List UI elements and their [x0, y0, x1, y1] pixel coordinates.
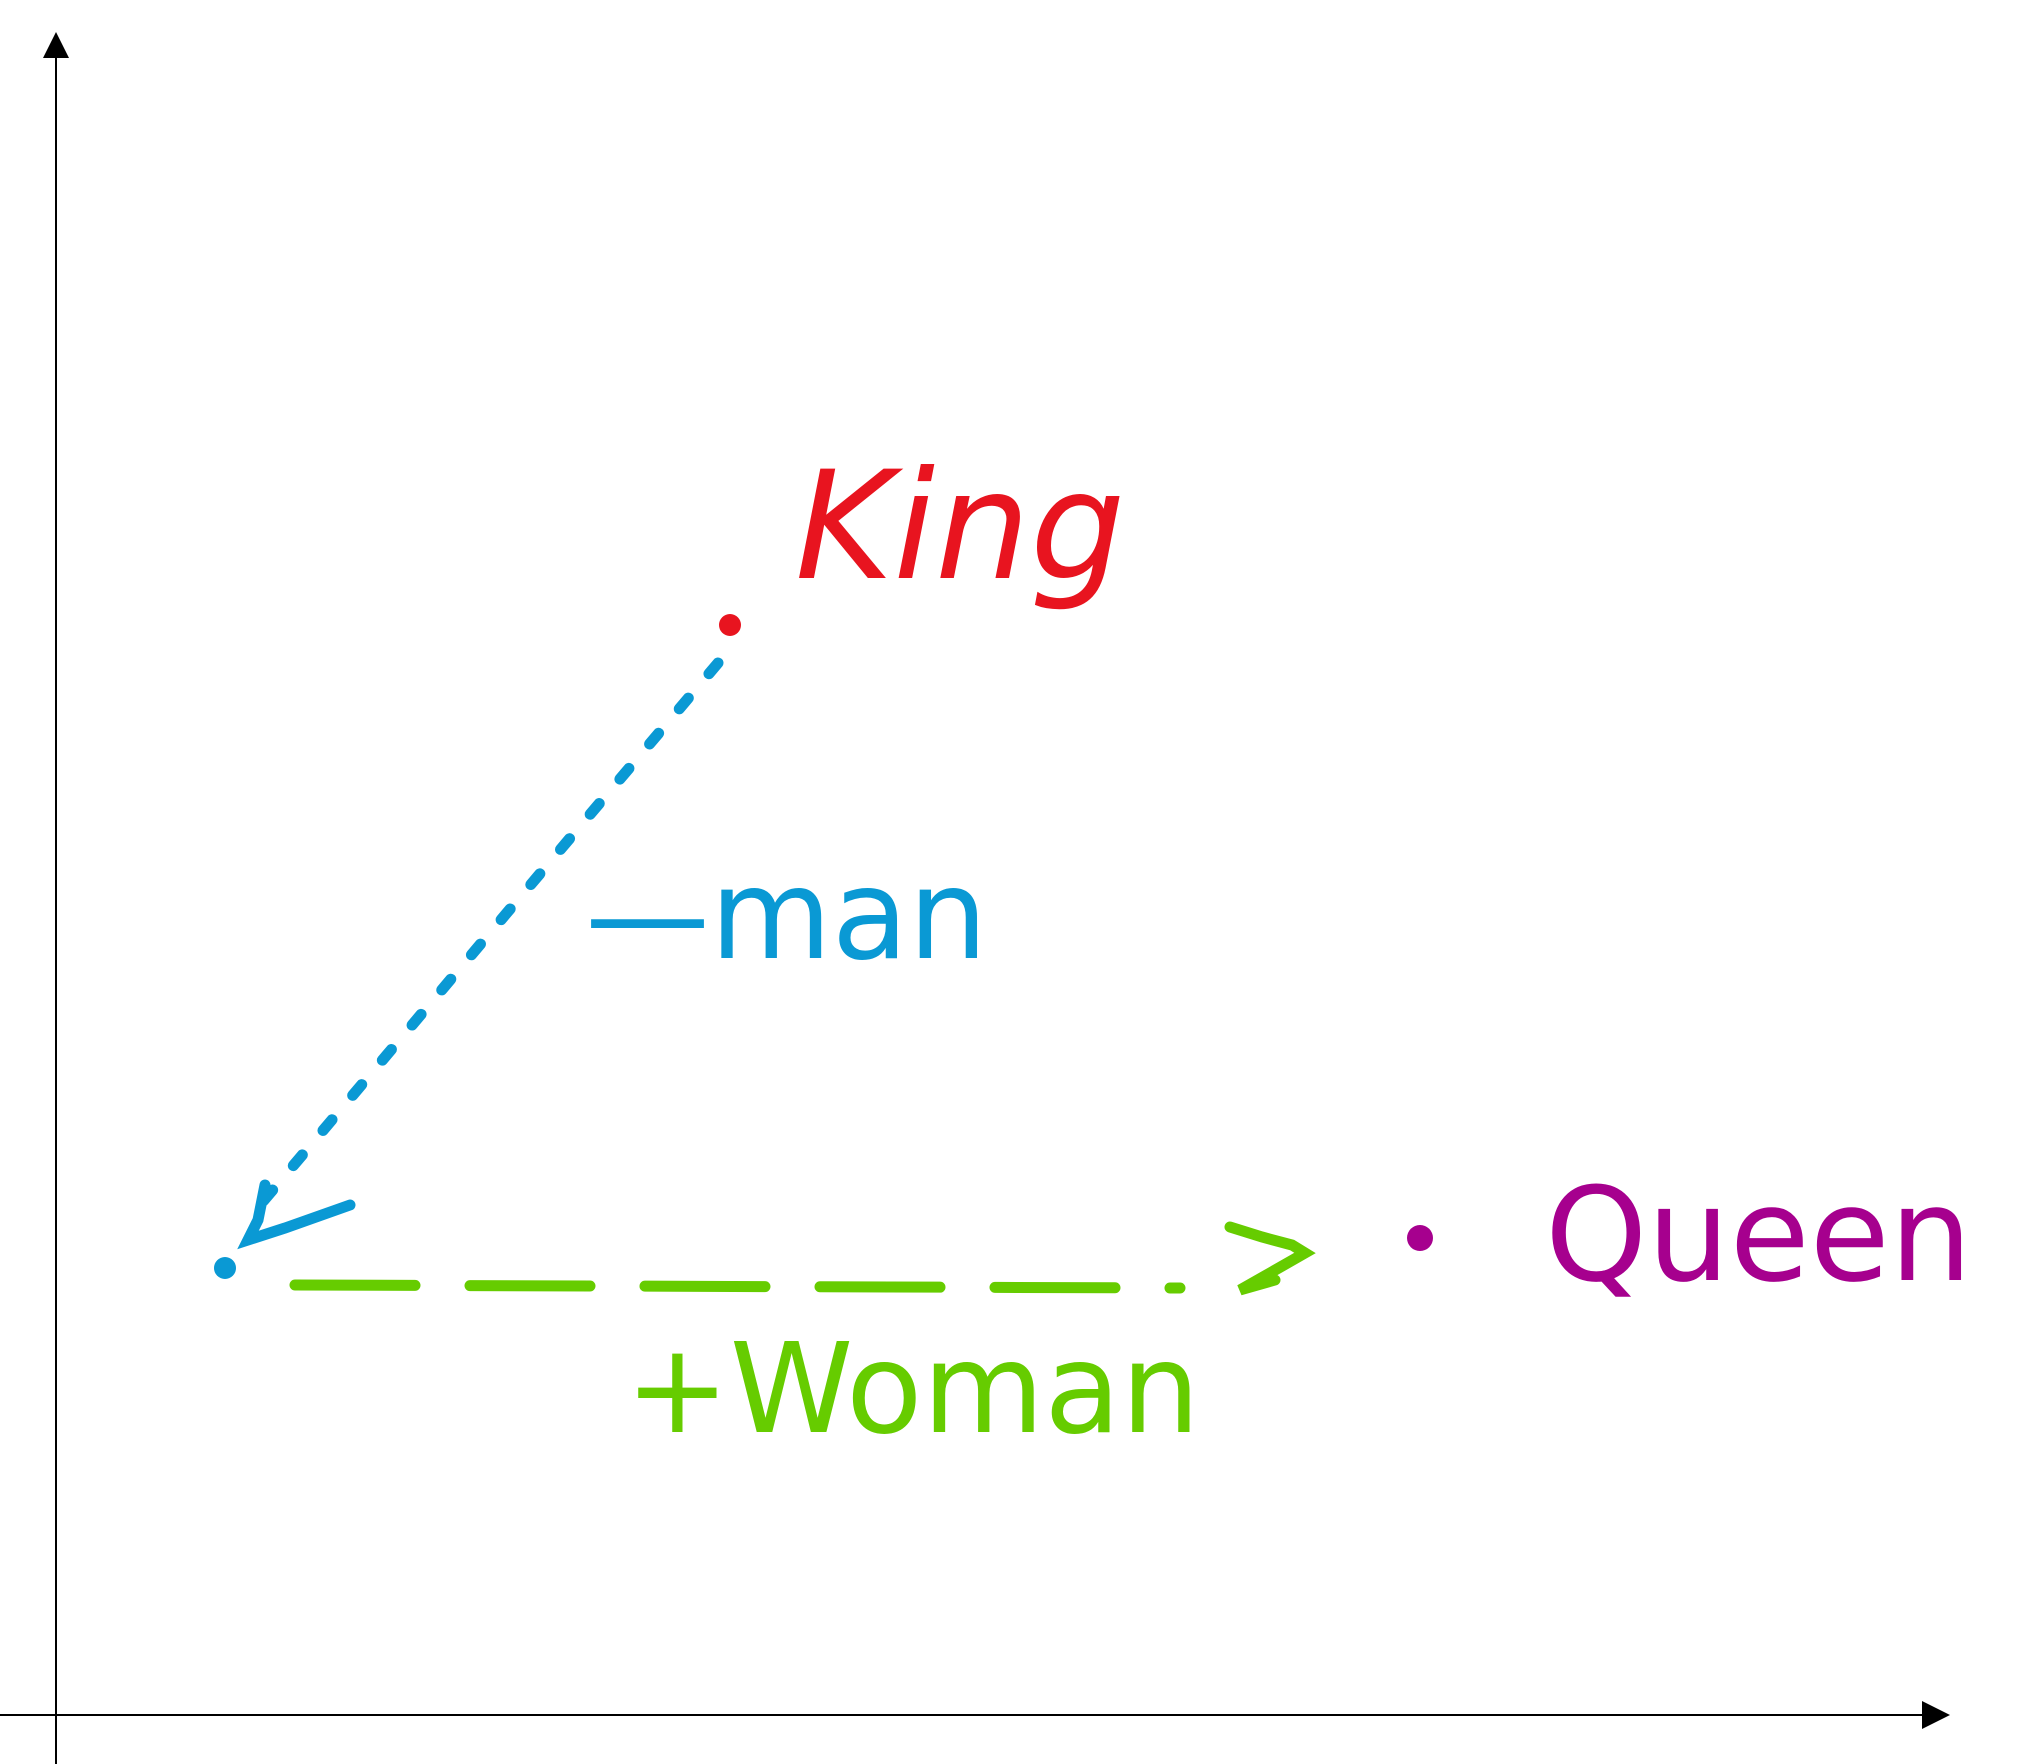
axes — [0, 32, 1950, 1764]
king-point — [719, 614, 741, 636]
king-label: King — [795, 440, 1125, 614]
plus-woman-label: +Woman — [625, 1317, 1200, 1462]
plus-woman-arrowhead — [1224, 1221, 1316, 1296]
x-axis-arrowhead — [1922, 1701, 1950, 1729]
intermediate-point — [214, 1257, 236, 1279]
queen-label: Queen — [1545, 1159, 1972, 1311]
minus-man-label: —man — [585, 843, 988, 988]
y-axis-arrowhead — [43, 32, 69, 58]
plus-woman-arrow — [289, 1221, 1316, 1296]
minus-man-arrowhead — [237, 1179, 356, 1250]
minus-man-arrow — [237, 657, 724, 1250]
queen-point — [1407, 1225, 1433, 1251]
